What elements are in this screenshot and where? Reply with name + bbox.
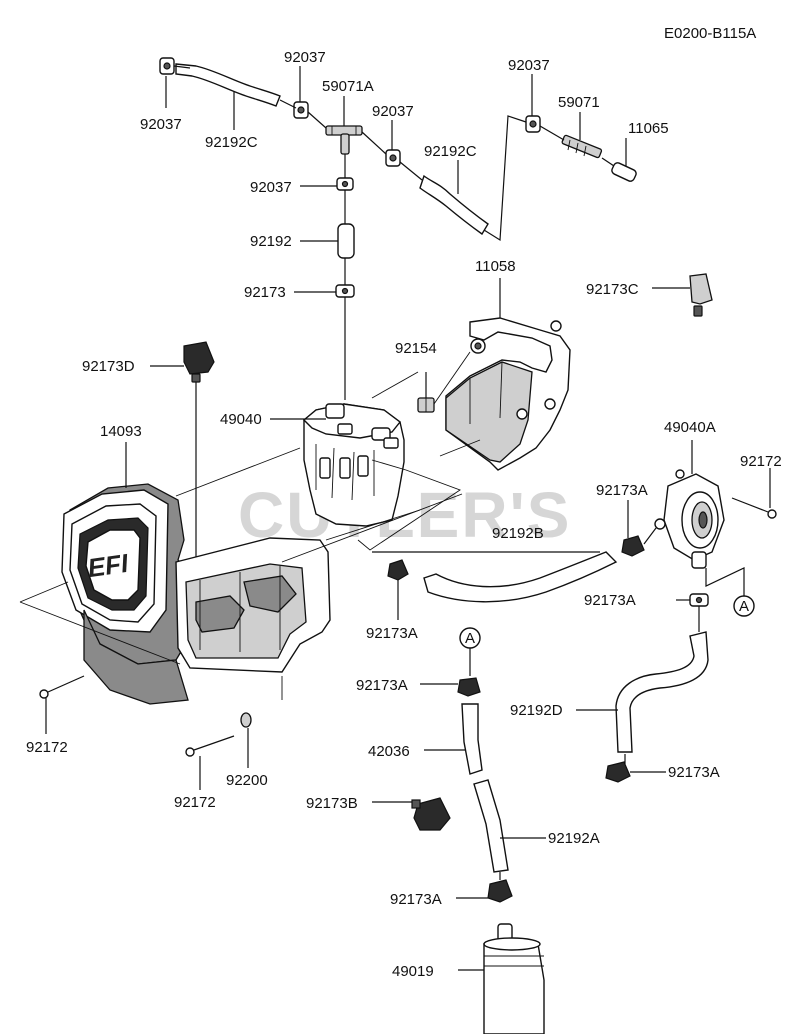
label-49019: 49019 — [392, 963, 434, 980]
clamp-92173a-filter[interactable] — [487, 879, 513, 903]
hose-42036[interactable] — [461, 703, 483, 775]
hose-92192b[interactable] — [423, 551, 618, 603]
reference-marker-a-lower: A — [459, 627, 481, 649]
label-92037-b: 92037 — [284, 49, 326, 66]
panel-14093[interactable]: EFI — [61, 483, 331, 705]
label-92192: 92192 — [250, 233, 292, 250]
label-92037-a: 92037 — [140, 116, 182, 133]
label-92173a-a: 92173A — [596, 482, 648, 499]
label-92037-d: 92037 — [250, 179, 292, 196]
cap-11065[interactable] — [611, 161, 638, 182]
hose-92192a[interactable] — [473, 779, 509, 873]
clamp-92037-d[interactable] — [336, 177, 354, 191]
label-59071a: 59071A — [322, 78, 374, 95]
label-92172-c: 92172 — [174, 794, 216, 811]
screw-92172-left[interactable] — [39, 675, 85, 699]
label-92200: 92200 — [226, 772, 268, 789]
label-92192b: 92192B — [492, 525, 544, 542]
clamp-92037-a[interactable] — [159, 57, 175, 75]
label-11058: 11058 — [475, 258, 516, 275]
efi-logo: EFI — [86, 548, 131, 583]
svg-text:A: A — [739, 598, 749, 615]
label-92173a-e: 92173A — [668, 764, 720, 781]
label-92173a-c: 92173A — [366, 625, 418, 642]
clamp-92173a-right[interactable] — [689, 593, 709, 607]
clamp-92037-e[interactable] — [525, 115, 541, 133]
connector-92173d[interactable] — [183, 341, 215, 383]
hose-92192c-right[interactable] — [419, 174, 489, 236]
hose-92192c-left[interactable] — [175, 63, 281, 107]
fuel-pump-module-49040[interactable] — [302, 403, 405, 527]
clamp-92173a-pump[interactable] — [621, 535, 645, 557]
clamp-92037-b[interactable] — [293, 101, 309, 119]
label-49040a: 49040A — [664, 419, 716, 436]
fuel-pump-49040a[interactable] — [654, 469, 725, 569]
clamp-92173a-lower[interactable] — [457, 677, 481, 697]
label-92192c-a: 92192C — [205, 134, 258, 151]
label-11065: 11065 — [628, 120, 669, 137]
label-92172-b: 92172 — [26, 739, 68, 756]
label-92192a: 92192A — [548, 830, 600, 847]
label-92173b: 92173B — [306, 795, 358, 812]
fuel-filter-49019[interactable] — [483, 923, 545, 1034]
clamp-92037-c[interactable] — [385, 149, 401, 167]
clamp-92173[interactable] — [335, 284, 355, 298]
label-59071: 59071 — [558, 94, 600, 111]
bracket-11058[interactable] — [445, 317, 571, 471]
clamp-92173a-mid[interactable] — [387, 559, 409, 581]
label-92037-c: 92037 — [372, 103, 414, 120]
label-49040: 49040 — [220, 411, 262, 428]
tee-fitting-59071a[interactable] — [325, 125, 363, 155]
label-92173: 92173 — [244, 284, 286, 301]
label-92172-a: 92172 — [740, 453, 782, 470]
screw-92172-bottom[interactable] — [185, 735, 235, 757]
label-92192c-b: 92192C — [424, 143, 477, 160]
svg-text:A: A — [465, 630, 475, 647]
label-42036: 42036 — [368, 743, 410, 760]
label-92173a-d: 92173A — [356, 677, 408, 694]
fitting-59071[interactable] — [561, 134, 603, 159]
connector-92173c[interactable] — [689, 273, 713, 317]
label-92037-e: 92037 — [508, 57, 550, 74]
label-14093: 14093 — [100, 423, 142, 440]
washer-92200[interactable] — [240, 712, 252, 728]
diagram-code: E0200-B115A — [664, 25, 756, 42]
label-92173a-b: 92173A — [584, 592, 636, 609]
reference-marker-a-right: A — [733, 595, 755, 617]
top-hose-assembly — [159, 57, 638, 400]
label-92173a-f: 92173A — [390, 891, 442, 908]
hose-92192d[interactable] — [615, 631, 709, 753]
part-labels: 92037 92192C 92037 59071A 92037 92037 92… — [26, 49, 782, 980]
label-92173d: 92173D — [82, 358, 135, 375]
label-92154: 92154 — [395, 340, 437, 357]
screw-92172-pump[interactable] — [731, 497, 777, 519]
label-92192d: 92192D — [510, 702, 563, 719]
clamp-92173a-bottom-right[interactable] — [605, 761, 631, 783]
label-92173c: 92173C — [586, 281, 639, 298]
hose-92192[interactable] — [337, 223, 355, 259]
connector-92173b[interactable] — [411, 797, 451, 831]
